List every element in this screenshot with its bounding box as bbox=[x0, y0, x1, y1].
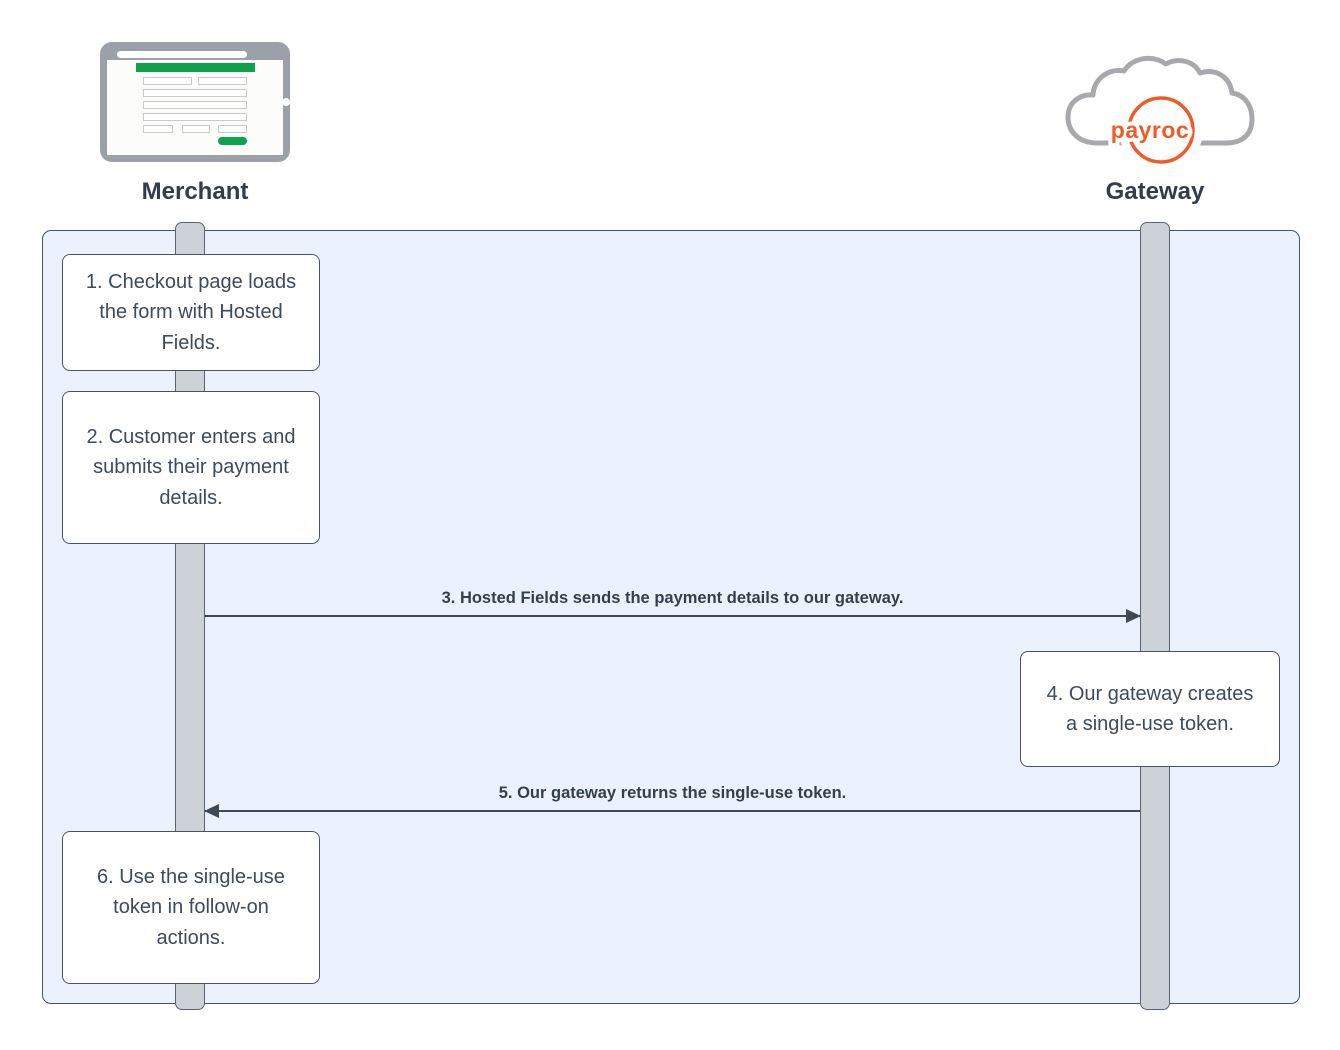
arrowhead-left-icon bbox=[204, 804, 219, 818]
form-field bbox=[143, 113, 247, 121]
step-note-6: 6. Use the single-use token in follow-on… bbox=[62, 831, 320, 984]
form-submit-button-graphic bbox=[218, 137, 247, 145]
actor-label-gateway: Gateway bbox=[1105, 178, 1205, 205]
payroc-cloud-icon: payroc bbox=[1065, 55, 1255, 172]
payroc-ring bbox=[1127, 96, 1195, 164]
logo-mask bbox=[1119, 88, 1203, 172]
gateway-lifeline bbox=[1140, 222, 1170, 1010]
form-field bbox=[182, 125, 210, 133]
checkout-form bbox=[107, 60, 283, 155]
actor-label-merchant: Merchant bbox=[141, 178, 249, 205]
step-note-1: 1. Checkout page loads the form with Hos… bbox=[62, 254, 320, 371]
browser-toolbar bbox=[107, 49, 283, 60]
form-field bbox=[143, 101, 247, 109]
step-note-2: 2. Customer enters and submits their pay… bbox=[62, 391, 320, 544]
form-field bbox=[143, 125, 173, 133]
browser-address-bar bbox=[117, 51, 247, 58]
message-arrow-5: 5. Our gateway returns the single-use to… bbox=[204, 782, 1140, 818]
message-label-3: 3. Hosted Fields sends the payment detai… bbox=[441, 589, 904, 607]
tablet-home-button bbox=[282, 98, 290, 106]
message-line-3 bbox=[205, 609, 1141, 623]
form-field bbox=[143, 89, 247, 97]
form-header-bar bbox=[136, 63, 255, 72]
message-arrow-3: 3. Hosted Fields sends the payment detai… bbox=[205, 587, 1141, 623]
arrowhead-right-icon bbox=[1126, 609, 1141, 623]
message-line-5 bbox=[204, 804, 1140, 818]
payroc-logo-text: payroc bbox=[1111, 117, 1189, 143]
form-field bbox=[198, 77, 247, 85]
message-label-5: 5. Our gateway returns the single-use to… bbox=[498, 784, 847, 802]
form-field bbox=[143, 77, 192, 85]
form-field bbox=[218, 125, 247, 133]
merchant-checkout-form-icon bbox=[100, 42, 290, 162]
step-note-4: 4. Our gateway creates a single-use toke… bbox=[1020, 651, 1280, 767]
